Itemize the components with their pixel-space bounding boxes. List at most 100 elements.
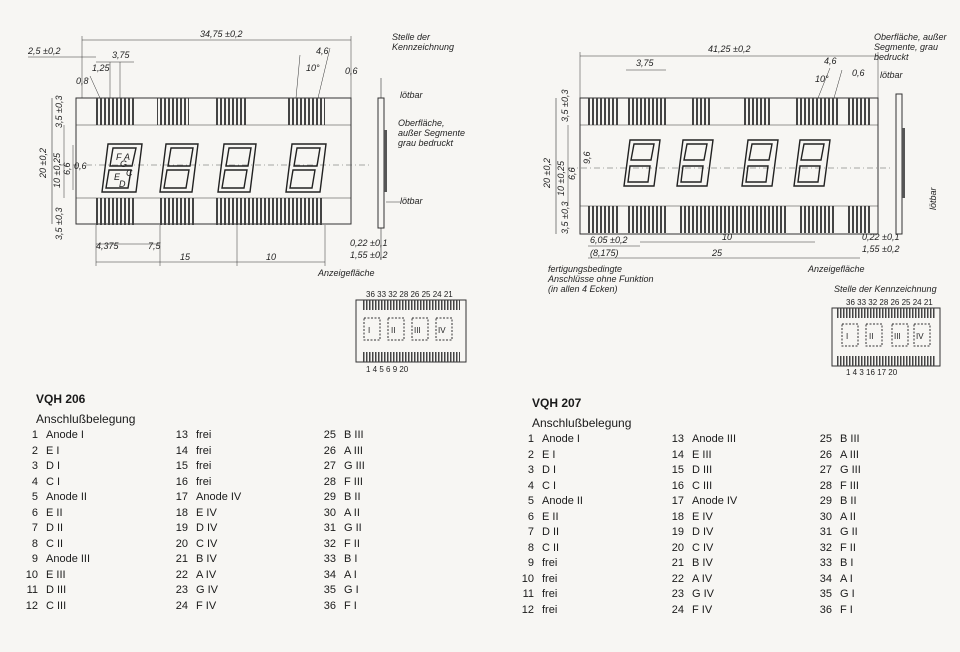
pin-bottom-labels: 1 4 5 6 9 20 [366, 365, 409, 374]
left-pin-figure: 36 33 32 28 26 25 24 21 I II III IV 1 4 … [355, 290, 467, 374]
pin-number: 2 [31, 444, 38, 457]
pin-function: C I [542, 479, 557, 492]
dim-top-width: 34,75 ±0,2 [200, 29, 242, 39]
pin-number: 22 [175, 568, 188, 581]
dim-top-offset: 2,5 ±0,2 [27, 46, 60, 56]
pin-function: F II [344, 537, 360, 550]
pin-function: Anode IV [692, 495, 738, 507]
pinout-subtitle: Anschlußbelegung [36, 412, 136, 426]
r-dim-bottom-d: 25 [711, 248, 723, 258]
dim-digit-h: 6,6 [62, 162, 72, 175]
r-dim-thick-a: 0,22 ±0,1 [862, 232, 899, 242]
pin-function: F III [344, 475, 363, 488]
pin-number: 7 [527, 526, 534, 538]
dim-bottom-d: 10 [266, 252, 276, 262]
r-digit-label-1: I [846, 332, 848, 341]
pin-number: 6 [527, 510, 534, 523]
right-top-pins [588, 98, 870, 125]
pin-function: A I [344, 568, 357, 581]
pin-number: 10 [521, 572, 534, 585]
dim-height-total: 20 ±0,2 [38, 148, 48, 179]
pin-number: 26 [819, 448, 832, 461]
pin-function: Anode III [46, 553, 91, 565]
pin-function: G I [840, 588, 855, 600]
pin-function: G III [344, 460, 365, 472]
pin-function: B II [840, 495, 857, 507]
pin-function: B III [344, 429, 364, 441]
pin-top-labels: 36 33 32 28 26 25 24 21 [366, 290, 453, 299]
seg-label-c: C [126, 168, 133, 178]
pin-number: 10 [25, 568, 38, 581]
pin-number: 1 [527, 433, 534, 445]
pin-function: C III [46, 599, 67, 612]
pin-number: 12 [25, 599, 38, 612]
pin-number: 20 [175, 537, 188, 550]
pin-function: C II [542, 541, 560, 554]
pin-function: Anode III [692, 433, 737, 445]
label-solder-bot: lötbar [400, 196, 424, 206]
pin-function: C IV [196, 537, 218, 550]
pin-function: frei [196, 429, 212, 441]
pin-function: E II [46, 506, 63, 519]
pin-number: 24 [175, 599, 188, 612]
left-digit-1 [101, 143, 143, 193]
pin-function: C II [46, 537, 64, 550]
pin-number: 24 [671, 603, 684, 616]
r-label-marking: Stelle der Kennzeichnung [834, 284, 937, 294]
technical-drawings: F A G E C D 34,75 ±0,2 2,5 ±0,2 3,75 1,2 [27, 29, 948, 377]
dim-bottom-b: 7,5 [148, 241, 162, 251]
seg-label-e: E [114, 172, 121, 182]
pin-number: 27 [819, 464, 832, 476]
pin-function: G II [840, 526, 858, 538]
pin-row: 12 C III [14, 599, 90, 615]
pin-function: F III [840, 479, 859, 492]
dim-angle: 10° [306, 63, 320, 73]
r-dim-pin-len-bot: 3,5 ±0,3 [560, 202, 570, 234]
right-digit-3 [741, 139, 779, 187]
pin-number: 28 [819, 479, 832, 492]
label-marking-line1: Stelle der [392, 32, 431, 42]
pin-number: 15 [175, 460, 188, 472]
r-dim-top-width: 41,25 ±0,2 [708, 44, 750, 54]
pin-function: D I [542, 464, 557, 476]
pin-number: 14 [671, 448, 684, 461]
digit-label-1: I [368, 326, 370, 335]
pin-number: 34 [323, 568, 336, 581]
pin-number: 21 [175, 553, 188, 565]
pin-function: D II [46, 522, 64, 534]
left-digit-3 [217, 143, 257, 193]
pin-number: 27 [323, 460, 336, 472]
r-dim-thick-b: 1,55 ±0,2 [862, 244, 899, 254]
pin-number: 19 [671, 526, 684, 538]
label-surface-3: grau bedruckt [398, 138, 454, 148]
r-pin-top-labels: 36 33 32 28 26 25 24 21 [846, 298, 933, 307]
pin-number: 34 [819, 572, 832, 585]
pin-function: F I [344, 599, 357, 612]
label-solder-top: lötbar [400, 90, 424, 100]
pin-function: E IV [196, 506, 217, 519]
